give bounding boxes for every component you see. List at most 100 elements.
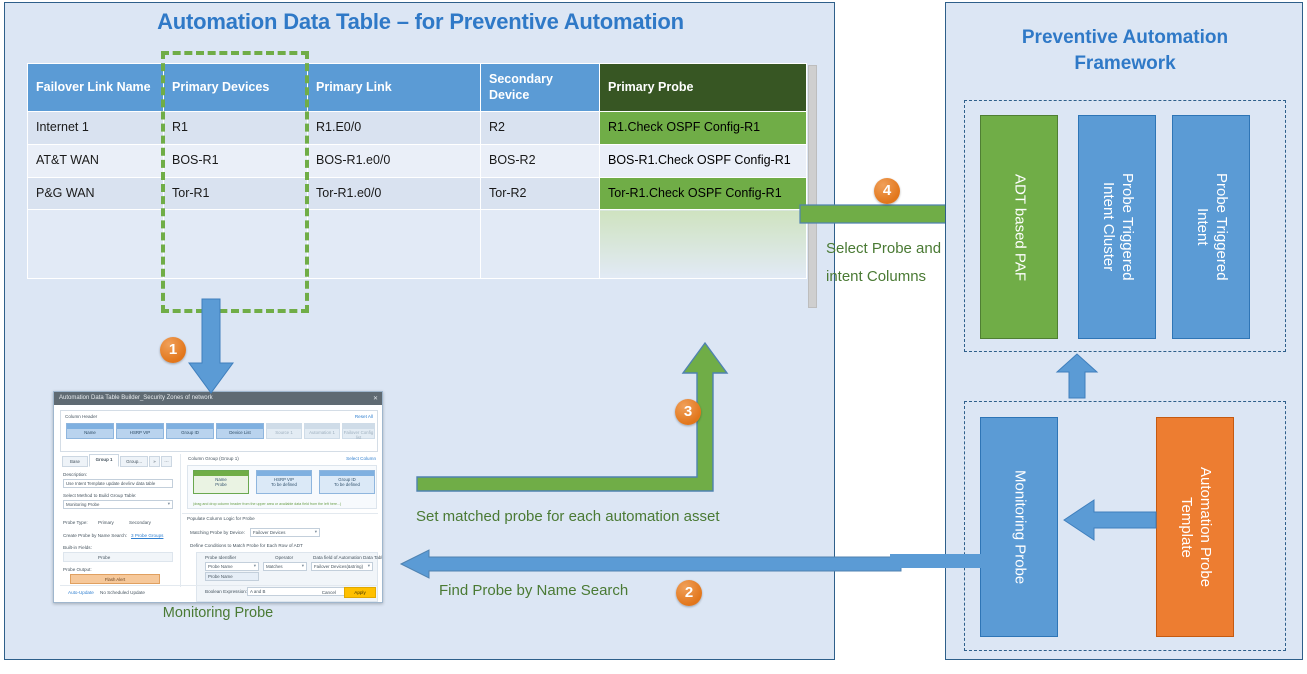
primary-devices-column-selection-highlight [161,51,309,313]
cell-primary-probe: BOS-R1.Check OSPF Config-R1 [599,143,807,178]
tab-overflow-menu[interactable]: ⋯ [161,456,172,467]
tab-group-more[interactable]: Group... [120,456,148,467]
condition-dropdown-option[interactable]: Probe Name [205,572,259,581]
step-badge-1: 1 [160,337,186,363]
find-probe-by-name-search-label: Find Probe by Name Search [439,582,629,599]
probe-output-chip[interactable]: Flash Alert [70,574,160,584]
cell-primary-link: R1.E0/0 [307,111,481,145]
highlight-edge-bottom [161,309,309,313]
header-chip[interactable]: Failover Config list [342,423,375,440]
drag-drop-hint: (drag and drop column header from the up… [193,502,342,506]
condition-col-header-operator: Operator [275,555,294,560]
probe-triggered-intent-cluster-box[interactable]: Probe Triggered Intent Cluster [1078,115,1156,339]
header-chip[interactable]: Automation 1 [304,423,340,439]
header-chip[interactable]: Device List [216,423,264,439]
probe-type-label: Probe Type: [63,520,88,525]
preventive-automation-framework-panel: Preventive Automation Framework ADT base… [945,2,1303,660]
footer-divider [60,585,378,586]
cell-primary-probe: Tor-R1.Check OSPF Config-R1 [599,176,807,211]
table-vertical-scrollbar[interactable] [808,65,817,308]
apply-button[interactable]: Apply [344,587,376,598]
framework-title-line2: Framework [1074,52,1176,74]
group-card-hsrp-vip[interactable]: HSRP VIP To be defined [256,470,312,494]
cancel-button[interactable]: Cancel [321,590,336,595]
select-probe-columns-line1: Select Probe and [826,240,942,257]
group-card-group-id[interactable]: Group ID To be defined [319,470,375,494]
cell-failover-link-name: AT&T WAN [27,143,164,178]
tab-overflow-next[interactable]: » [149,456,160,467]
select-method-label: Select Method to Build Group Table: [63,493,137,498]
automation-data-table: Failover Link Name Primary Devices Prima… [27,62,807,280]
paf-lower-group-boundary [964,401,1286,651]
column-group-title: Column Group (Group 1) [188,456,239,461]
built-in-field-value: Probe [98,555,111,560]
column-header-secondary-device[interactable]: Secondary Device [480,62,600,113]
condition-probe-identifier-dropdown[interactable]: Probe Name [205,562,259,571]
tab-group-1[interactable]: Group 1 [89,454,119,467]
highlight-edge-top [161,51,309,55]
highlight-edge-left [161,51,165,313]
arrow-left-find-probe [399,549,902,579]
group-card-value: To be defined [334,482,360,487]
scheduled-update-status: No Scheduled Update [100,590,145,595]
column-header-failover-link-name[interactable]: Failover Link Name [27,62,164,113]
probe-output-label: Probe Output: [63,567,92,572]
step-badge-4: 4 [874,178,900,204]
reset-all-link[interactable]: Reset All [354,414,373,419]
monitoring-probe-label: Monitoring Probe [1011,469,1029,585]
probe-groups-link[interactable]: 3 Probe Groups [131,533,164,538]
monitoring-probe-box[interactable]: Monitoring Probe [980,417,1058,637]
header-chip[interactable]: Source 1 [266,423,302,439]
condition-operator-dropdown[interactable]: Matches [263,562,307,571]
group-card-title: HSRP VIP [274,477,294,482]
auto-update-toggle[interactable]: Auto-Update [68,590,94,595]
column-header-primary-devices[interactable]: Primary Devices [163,62,308,113]
header-chip[interactable]: Name [66,423,114,439]
group-card-value: Probe [215,482,227,487]
page-title: Automation Data Table – for Preventive A… [157,9,684,34]
adt-based-paf-label: ADT based PAF [1011,173,1029,281]
cell-primary-link: BOS-R1.e0/0 [307,143,481,178]
column-header-primary-probe[interactable]: Primary Probe [599,62,807,113]
form-divider [180,454,181,587]
automation-probe-template-box[interactable]: Automation Probe Template [1156,417,1234,637]
arrow-left-template-to-probe [1063,499,1157,541]
condition-data-field-dropdown[interactable]: Failover Devices(&string) [311,562,373,571]
cell-primary-link: Tor-R1.e0/0 [307,176,481,211]
probe-builder-app-screenshot[interactable]: Automation Data Table Builder_Security Z… [53,391,383,603]
highlight-edge-right [305,51,309,313]
column-header-primary-link[interactable]: Primary Link [307,62,481,113]
automation-data-table-panel: Automation Data Table – for Preventive A… [4,2,902,660]
app-window-titlebar: Automation Data Table Builder_Security Z… [54,392,382,405]
probe-triggered-intent-cluster-label: Probe Triggered Intent Cluster [1100,173,1136,281]
populate-column-logic-label: Populate Column Logic for Probe [187,516,255,521]
probe-triggered-intent-box[interactable]: Probe Triggered Intent [1172,115,1250,339]
description-field[interactable]: Use Intent Template update dev/inv data … [63,479,173,488]
arrow-up-probe-to-paf [1055,353,1099,399]
header-chip[interactable]: Group ID [166,423,214,439]
step-badge-3: 3 [675,399,701,425]
select-column-link[interactable]: Select Column [346,456,376,461]
framework-title-line1: Preventive Automation [1021,27,1229,48]
monitoring-probe-caption: Monitoring Probe [162,605,274,621]
table-header-row: Failover Link Name Primary Devices Prima… [27,62,807,113]
tab-base[interactable]: Base [62,456,88,467]
column-header-label: Column Header [65,414,98,419]
column-group-dropzone[interactable]: Name Probe HSRP VIP To be defined Group … [187,465,377,509]
probe-type-primary-radio[interactable]: Primary [98,520,114,525]
condition-col-header-probe-identifier: Probe Identifier [205,555,237,560]
probe-type-secondary-radio[interactable]: Secondary [129,520,151,525]
step-badge-2: 2 [676,580,702,606]
select-method-dropdown[interactable]: Monitoring Probe [63,500,173,509]
matching-probe-dropdown[interactable]: Failover Devices [250,528,320,537]
group-card-name[interactable]: Name Probe [193,470,249,494]
cell-failover-link-name: Internet 1 [27,111,164,145]
adt-based-paf-box[interactable]: ADT based PAF [980,115,1058,339]
boolean-expression-label: Boolean Expression: [205,589,248,594]
table-row-empty [27,209,807,280]
built-in-field-row[interactable]: Probe [63,552,173,562]
header-chip[interactable]: HSRP VIP [116,423,164,439]
description-label: Description: [63,472,88,477]
close-icon[interactable]: ✕ [372,396,378,402]
condition-col-header-data-field: Data field of Automation Data Table [313,555,383,560]
